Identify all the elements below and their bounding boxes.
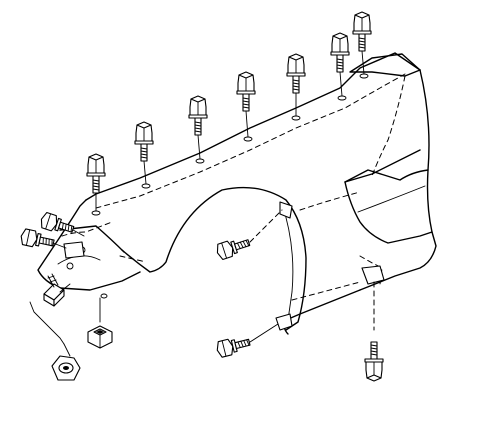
front-bolts [18, 211, 85, 252]
bolt [330, 32, 350, 73]
fender-top-edge [85, 52, 421, 201]
bolt [214, 333, 252, 359]
clip-nut [87, 297, 113, 349]
fender-body-line [344, 181, 433, 244]
bolt [286, 53, 306, 94]
lower-rear-bolt [364, 281, 384, 382]
stud [43, 273, 71, 307]
top-flange-bolts [86, 11, 372, 212]
bolt [214, 234, 252, 261]
bolt [38, 211, 76, 238]
bolt [86, 153, 106, 194]
bolt [134, 121, 154, 162]
bolt [352, 11, 372, 52]
fender-rear-edge [359, 69, 437, 291]
fender-panel [37, 52, 437, 335]
arch-bolts [214, 209, 283, 359]
bolt [18, 227, 56, 252]
mounting-holes [66, 73, 376, 299]
bolt [236, 71, 256, 112]
bolt [364, 341, 384, 382]
bolt [188, 95, 208, 136]
wheel-arch [121, 186, 307, 331]
nut [29, 301, 81, 381]
